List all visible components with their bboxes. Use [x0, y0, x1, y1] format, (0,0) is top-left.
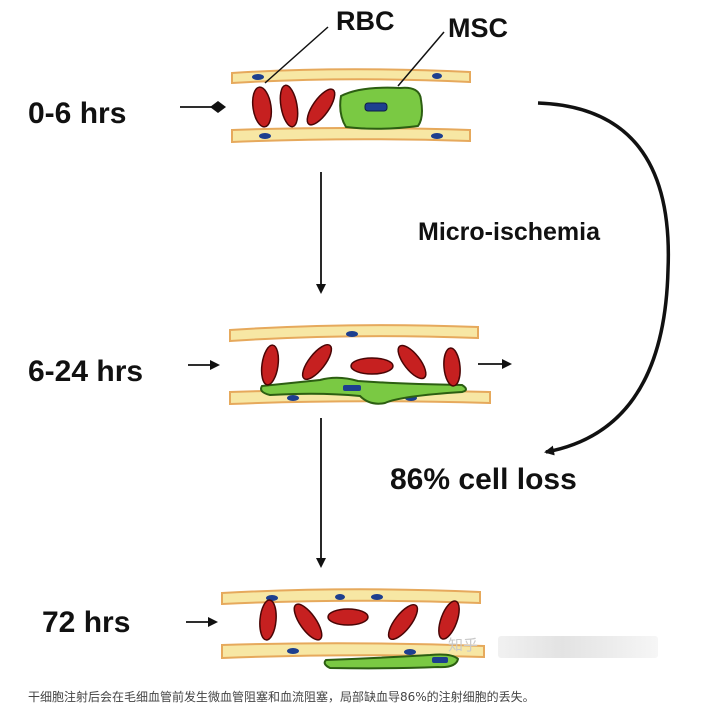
micro-ischemia-curve-arrow	[537, 101, 671, 456]
red-blood-cell	[327, 608, 369, 626]
red-blood-cell	[438, 600, 460, 640]
blurred-watermark-region	[498, 636, 658, 658]
figure-caption: 干细胞注射后会在毛细血管前发生微血管阻塞和血流阻塞，局部缺血导86%的注射细胞的…	[28, 690, 535, 704]
stage-label-72: 72 hrs	[42, 606, 130, 639]
endothelial-nucleus	[287, 648, 299, 654]
endothelial-nucleus	[404, 649, 416, 655]
red-blood-cell	[387, 603, 419, 641]
endothelial-nucleus	[431, 133, 443, 139]
mesenchymal-stem-cell	[260, 376, 467, 405]
cell-loss-label: 86% cell loss	[390, 463, 577, 496]
endothelial-nucleus	[432, 73, 442, 79]
watermark-text: 知乎	[448, 636, 479, 654]
vessel-stage-3	[221, 588, 485, 670]
endothelial-nucleus	[252, 74, 264, 80]
micro-ischemia-label: Micro-ischemia	[418, 218, 601, 246]
red-blood-cell	[301, 343, 333, 381]
vessel-stage-2	[229, 324, 491, 406]
red-blood-cell	[350, 357, 394, 375]
red-blood-cell	[260, 344, 280, 386]
msc-label: MSC	[448, 13, 508, 43]
endothelial-nucleus	[335, 594, 345, 600]
endothelial-nucleus	[259, 133, 271, 139]
red-blood-cell	[279, 84, 299, 128]
endothelial-nucleus	[371, 594, 383, 600]
red-blood-cell	[293, 603, 323, 641]
stage-label-0-6: 0-6 hrs	[28, 97, 126, 130]
rbc-label: RBC	[336, 6, 395, 36]
red-blood-cell	[443, 347, 461, 387]
msc-pointer-line	[397, 31, 445, 87]
diamond-arrowhead-icon	[210, 101, 226, 113]
endothelial-nucleus	[287, 395, 299, 401]
msc-nucleus	[364, 102, 388, 112]
red-blood-cell	[251, 86, 273, 128]
mesenchymal-stem-cell	[323, 653, 460, 670]
endothelial-nucleus	[346, 331, 358, 337]
red-blood-cell	[397, 344, 427, 380]
rbc-pointer-line	[264, 26, 329, 84]
msc-nucleus	[343, 385, 361, 391]
red-blood-cell	[306, 88, 336, 126]
msc-nucleus	[432, 657, 448, 663]
vessel-stage-1	[231, 68, 471, 144]
stage-label-6-24: 6-24 hrs	[28, 355, 143, 388]
red-blood-cell	[259, 599, 277, 641]
